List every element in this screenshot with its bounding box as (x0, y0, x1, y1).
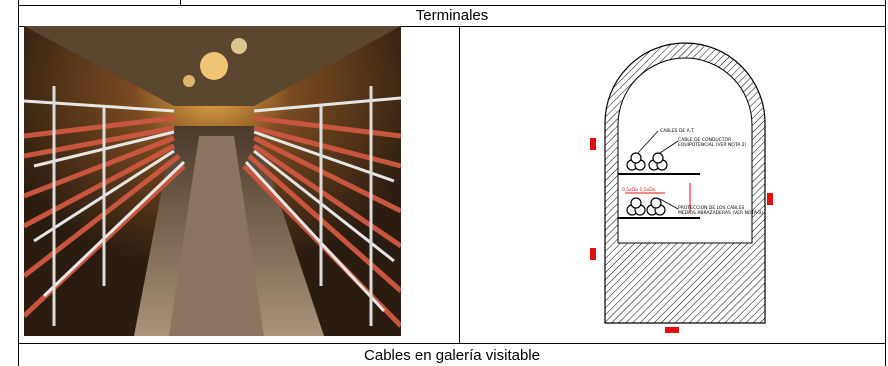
gallery-cross-section: CABLES DE A.T. CABLE DE CONDUCTOR EQUIPO… (590, 42, 773, 333)
label-cables-at: CABLES DE A.T. (660, 128, 695, 134)
footer-caption: Cables en galería visitable (364, 347, 540, 364)
header-caption: Terminales (415, 7, 489, 24)
table-rule-header (18, 26, 886, 27)
label-cable-conductor-1: CABLE DE CONDUCTOR (678, 137, 731, 143)
cable-gallery-photo (24, 26, 401, 336)
table-rule-upper-stub (180, 0, 181, 5)
document-table (18, 0, 886, 366)
label-cable-conductor-2: EQUIPOTENCIAL (VER NOTA 2) (678, 142, 747, 148)
table-rule-right (885, 0, 886, 366)
table-rule-body (18, 343, 886, 344)
table-rule-left (18, 0, 19, 366)
label-spacing: 0,5xDe 1,5xDe (622, 187, 656, 193)
label-protection-1: PROTECCION DE LOS CABLES (678, 205, 744, 211)
label-protection-2: MEDIOS ABRAZADERAS (VER NOTA 3) (678, 210, 763, 216)
table-rule-middle (459, 26, 460, 343)
table-rule-top (18, 5, 886, 6)
